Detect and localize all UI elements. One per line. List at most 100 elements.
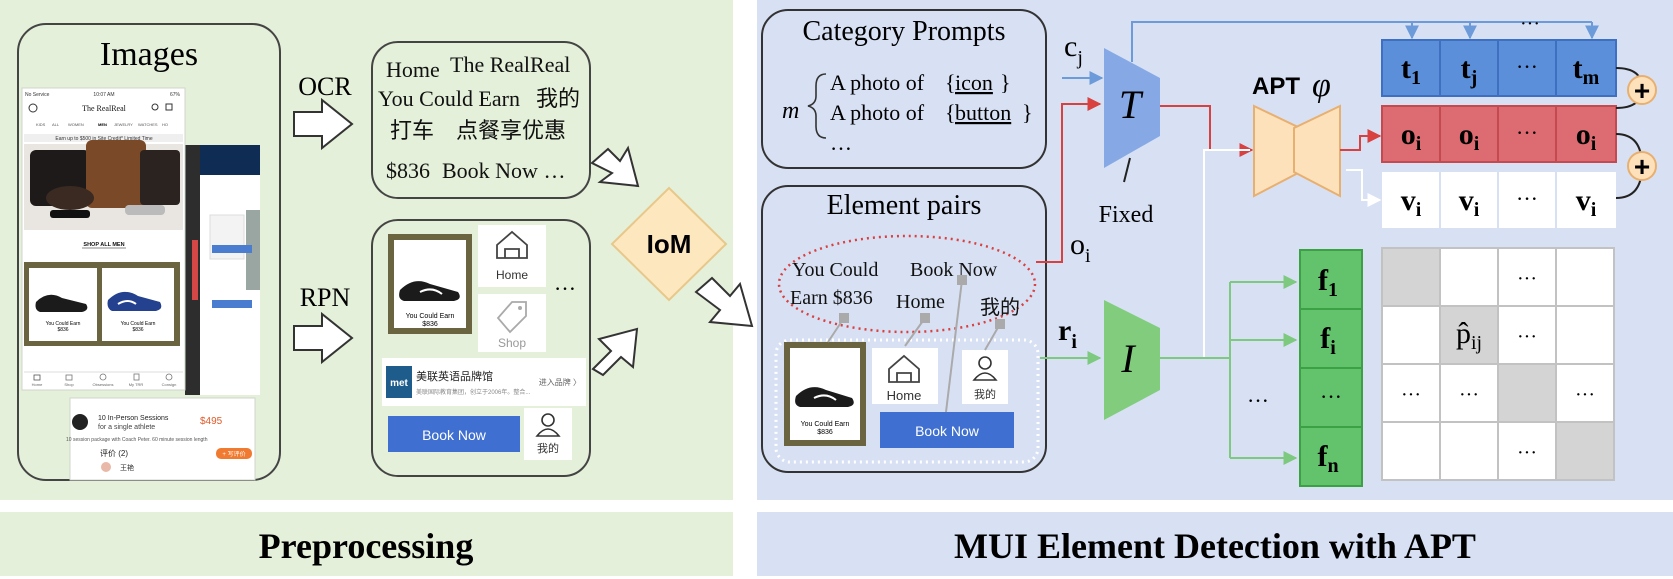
v-cell-1: vi — [1401, 184, 1422, 221]
svg-text:WOMEN: WOMEN — [68, 122, 84, 127]
matrix-cell-label: ··· — [1401, 384, 1421, 406]
svg-text:Home: Home — [386, 57, 440, 82]
element-pairs-title: Element pairs — [827, 190, 982, 221]
svg-text:KIDS: KIDS — [36, 122, 46, 127]
apt-to-v-row — [1346, 169, 1382, 207]
svg-text:我的: 我的 — [536, 86, 580, 111]
back-sessions-1: 10 In-Person Sessions — [98, 415, 169, 422]
prompt-2: button — [955, 100, 1011, 125]
iom-to-detection-arrow — [694, 276, 754, 328]
svg-text:You Could: You Could — [792, 259, 878, 281]
rpn-label: RPN — [300, 283, 351, 312]
plus-circle-2 — [1627, 151, 1657, 181]
o-cell-4: oi — [1576, 118, 1597, 155]
matrix-cell — [1555, 421, 1615, 481]
shop-tag-icon — [496, 301, 527, 334]
prompt-more: … — [830, 130, 852, 155]
images-label: Images — [100, 36, 198, 73]
svg-text:WATCHES: WATCHES — [138, 122, 158, 127]
status-time: 10:07 AM — [93, 92, 114, 98]
svg-text:Book Now: Book Now — [422, 427, 487, 443]
t-cell-1: t1 — [1401, 52, 1421, 89]
svg-text:met: met — [390, 378, 408, 389]
o-cell-1: oi — [1401, 118, 1422, 155]
matrix-cell — [1555, 305, 1615, 365]
element-pairs-box — [761, 185, 1047, 473]
v-row — [1382, 172, 1616, 228]
f-dots-left: ··· — [1247, 388, 1269, 413]
svg-text:Consign: Consign — [162, 382, 177, 387]
svg-text:My TRR: My TRR — [129, 382, 144, 387]
svg-text:Earn $836: Earn $836 — [790, 287, 873, 309]
text-pairs-ellipse — [777, 234, 1037, 334]
o-cell-2: oi — [1459, 118, 1480, 155]
row-labels: t1 tj ··· tm oi oi ··· oi vi vi ··· vi — [1401, 52, 1600, 221]
plus-circle-1 — [1627, 75, 1657, 105]
svg-text:Shop: Shop — [498, 336, 526, 350]
ri-label: ri — [1058, 314, 1077, 353]
apt-adapter-right — [1293, 104, 1341, 198]
preprocessing-title-bar — [0, 512, 733, 576]
similarity-matrix: ···p̂ij··············· — [1381, 247, 1615, 481]
preprocessing-title: Preprocessing — [259, 526, 474, 566]
T-to-t-row — [1131, 21, 1592, 62]
f-column — [1299, 249, 1363, 487]
pair-crops: You Could Earn $836 Home 我的 Book Now — [784, 342, 1014, 448]
card-1-caption: You Could Earn — [46, 321, 81, 327]
back-review-button — [216, 448, 252, 459]
matrix-cell — [1497, 363, 1557, 423]
pair-me-icon — [978, 356, 992, 370]
v-cell-2: vi — [1459, 184, 1480, 221]
rpn-crops: You Could Earn $836 Home … Shop met 美联英语… — [382, 225, 586, 460]
screenshot-nav: KIDS ALL WOMEN MEN JEWELRY WATCHES HO — [36, 122, 168, 127]
cj-label: cj — [1064, 30, 1083, 69]
svg-text:You Could Earn: You Could Earn — [801, 421, 850, 428]
detection-title: MUI Element Detection with APT — [954, 526, 1476, 566]
matrix-cell — [1497, 421, 1557, 481]
crop-me — [524, 408, 572, 460]
shop-all-men: SHOP ALL MEN — [83, 242, 124, 248]
matrix-cell-label: ··· — [1575, 384, 1595, 406]
me-icon — [541, 413, 555, 427]
back-sessions-2: for a single athlete — [98, 424, 155, 431]
f-cell-4: fn — [1317, 440, 1338, 477]
pair-texts: You Could Earn $836 Book Now Home 我的 — [790, 259, 1020, 319]
card-2-caption: You Could Earn — [121, 321, 156, 327]
svg-text:You Could Earn: You Could Earn — [406, 313, 455, 320]
front-screenshot: No Service 10:07 AM 67% The RealReal KID… — [21, 87, 186, 391]
brand-name: The RealReal — [82, 104, 127, 113]
t-row — [1381, 39, 1617, 97]
svg-text:Home: Home — [32, 382, 43, 387]
f-cell-2: fi — [1320, 322, 1336, 359]
matrix-cell — [1381, 421, 1441, 481]
phi-label: φ — [1312, 67, 1331, 104]
back-user-avatar — [72, 414, 88, 430]
pair-connectors — [827, 275, 1005, 413]
ri-to-v-row — [1203, 149, 1250, 358]
svg-text:Home: Home — [887, 388, 922, 403]
search-icon — [151, 103, 159, 111]
home-icon — [496, 230, 528, 259]
svg-text:HO: HO — [162, 122, 168, 127]
crop-home — [478, 225, 546, 287]
crop-book-now — [388, 416, 520, 452]
back-rating: 评价 (2) — [100, 449, 128, 458]
bag-icon — [165, 103, 173, 111]
ocr-result-box — [371, 41, 591, 199]
matrix-cell — [1381, 305, 1441, 365]
svg-text:Book Now: Book Now — [915, 423, 980, 439]
ocr-arrow — [293, 97, 354, 151]
apt-label: APT — [1252, 73, 1300, 100]
svg-text:Book Now: Book Now — [910, 259, 998, 281]
prompt-brace — [807, 73, 827, 139]
svg-text:$836: $836 — [422, 321, 438, 328]
t-cell-3: ··· — [1516, 54, 1538, 79]
svg-text:我的: 我的 — [974, 387, 996, 401]
text-encoder-T — [1104, 48, 1160, 168]
prompt-1-prefix: A photo of — [830, 70, 925, 95]
rpn-result-box — [371, 219, 591, 477]
svg-text:进入品牌 〉: 进入品牌 〉 — [539, 377, 581, 387]
apt-to-o-row — [1340, 129, 1382, 151]
oi-label: oi — [1070, 228, 1091, 267]
